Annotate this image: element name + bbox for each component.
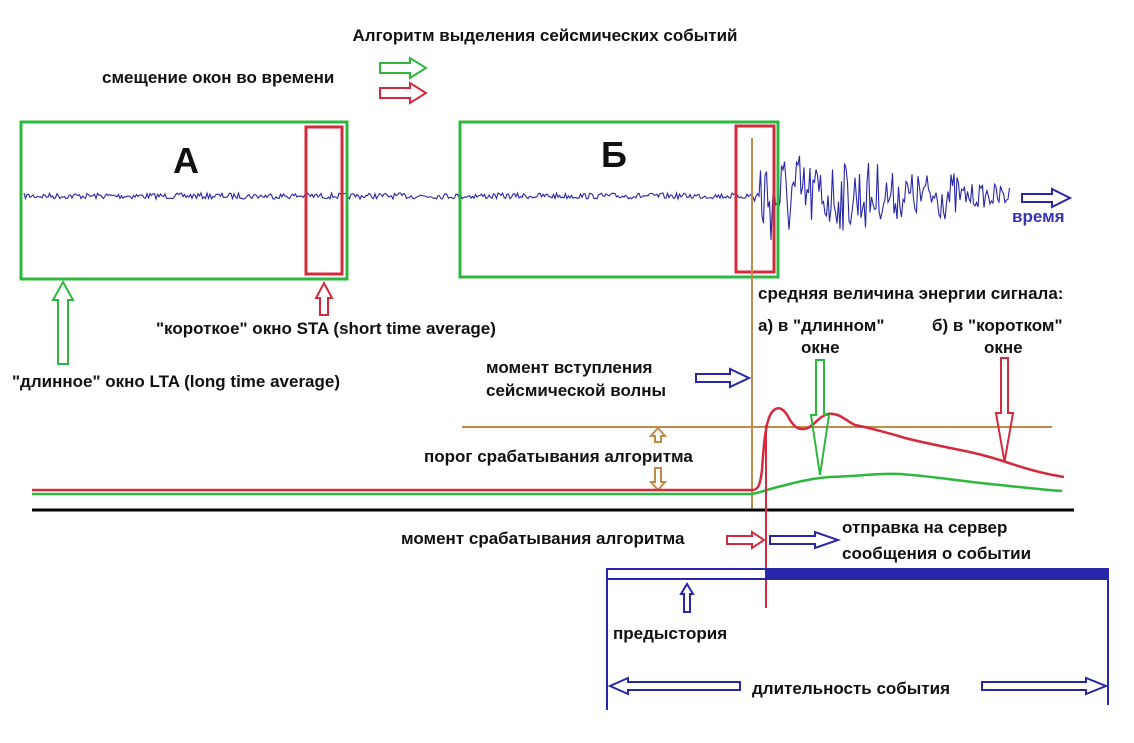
arrival-label-1: момент вступления (486, 358, 652, 377)
send-arrow-icon (769, 530, 842, 550)
time-arrow-icon (1021, 187, 1073, 209)
send-label-2: сообщения о событии (842, 544, 1031, 563)
prehistory-bar (606, 568, 767, 580)
short-window-a (304, 125, 344, 276)
short-window-energy-label-1: б) в "коротком" (932, 316, 1063, 335)
window-b-label: Б (601, 134, 627, 175)
diagram-title: Алгоритм выделения сейсмических событий (353, 26, 738, 45)
prehistory-label: предыстория (613, 624, 727, 643)
lta-energy-down-arrow-icon (809, 359, 831, 476)
duration-label: длительность события (752, 679, 950, 698)
green-shift-arrow-icon (379, 56, 428, 80)
long-window-energy-label-1: а) в "длинном" (758, 316, 884, 335)
long-window-up-arrow-icon (51, 279, 75, 365)
long-window-b (458, 120, 780, 279)
trigger-moment-label: момент срабатывания алгоритма (401, 529, 685, 548)
short-window-b (734, 124, 776, 274)
threshold-label: порог срабатывания алгоритма (424, 447, 693, 466)
trigger-arrow-icon (726, 530, 766, 550)
short-window-label: "короткое" окно STA (short time average) (156, 319, 496, 338)
threshold-down-arrow-icon (648, 467, 668, 492)
long-window-label: "длинное" окно LTA (long time average) (12, 372, 340, 391)
prehistory-up-arrow-icon (679, 582, 695, 613)
red-shift-arrow-icon (379, 81, 428, 105)
short-window-up-arrow-icon (314, 280, 334, 316)
avg-energy-label: средняя величина энергии сигнала: (758, 284, 1063, 303)
event-bar (765, 568, 1109, 580)
short-window-energy-label-2: окне (984, 338, 1023, 357)
threshold-up-arrow-icon (648, 426, 668, 443)
seismic-trace (23, 155, 1011, 240)
duration-right-arrow-icon (981, 676, 1109, 696)
lta-energy-curve (32, 472, 1063, 496)
window-a-label: А (173, 140, 199, 181)
long-window-energy-label-2: окне (801, 338, 840, 357)
window-shift-label: смещение окон во времени (102, 68, 334, 87)
arrival-arrow-icon (695, 367, 752, 389)
duration-left-arrow-icon (607, 676, 741, 696)
time-label: время (1012, 207, 1065, 226)
sta-energy-down-arrow-icon (994, 357, 1015, 463)
send-label-1: отправка на сервер (842, 518, 1007, 537)
long-window-a (19, 120, 349, 281)
arrival-label-2: сейсмической волны (486, 381, 666, 400)
